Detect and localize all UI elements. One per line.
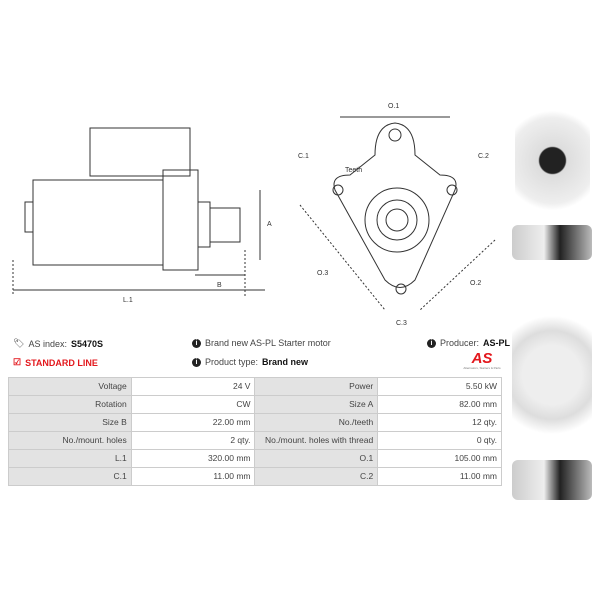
tag-icon: 🏷	[13, 338, 25, 348]
spec-label: L.1	[8, 449, 132, 468]
spec-value: CW	[130, 395, 256, 414]
as-index: 🏷AS index:S5470S	[13, 338, 103, 349]
info-icon: i	[192, 357, 201, 367]
spec-value: 12 qty.	[377, 413, 502, 432]
producer: i Producer:AS-PL	[427, 338, 510, 348]
label-c1: C.1	[298, 153, 309, 160]
spec-label: C.1	[8, 467, 132, 486]
label-c2: C.2	[478, 153, 489, 160]
as-index-value: S5470S	[70, 338, 103, 349]
spec-value: 24 V	[130, 377, 256, 396]
description: i Brand new AS-PL Starter motor	[192, 338, 331, 348]
info-icon: i	[192, 338, 201, 348]
product-photo-side	[512, 225, 592, 260]
front-view-diagram: O.1 C.1 C.2 Teeth O.3 O.2 C.3	[298, 103, 496, 327]
spec-label: Power	[254, 377, 379, 396]
spec-value: 82.00 mm	[377, 395, 502, 414]
label-teeth: Teeth	[345, 167, 362, 174]
product-type: i Product type:Brand new	[192, 357, 308, 367]
info-icon: i	[427, 338, 436, 348]
checkbox-icon: ☑	[13, 357, 22, 367]
standard-line-label: STANDARD LINE	[25, 357, 98, 368]
label-c3: C.3	[396, 320, 407, 327]
spec-value: 11.00 mm	[377, 467, 502, 486]
spec-value: 2 qty.	[130, 431, 256, 450]
label-o2: O.2	[470, 280, 481, 287]
spec-value: 22.00 mm	[130, 413, 256, 432]
product-photo-side-2	[512, 460, 592, 500]
logo-text: AS	[471, 350, 493, 367]
producer-value: AS-PL	[483, 338, 511, 348]
product-photo-front	[515, 100, 590, 210]
spec-value: 5.50 kW	[377, 377, 502, 396]
side-view-diagram: L.1 B A	[12, 127, 272, 304]
spec-label: Size A	[254, 395, 379, 414]
spec-value: 320.00 mm	[130, 449, 256, 468]
producer-label: Producer:	[440, 338, 480, 348]
spec-label: No./mount. holes	[8, 431, 132, 450]
logo-tagline: Alternators, Starters & Parts	[463, 366, 501, 370]
spec-label: Rotation	[8, 395, 132, 414]
as-pl-logo: AS Alternators, Starters & Parts	[458, 351, 506, 370]
label-o3: O.3	[317, 270, 328, 277]
label-a: A	[267, 221, 272, 228]
spec-label: Voltage	[8, 377, 132, 396]
spec-value: 11.00 mm	[130, 467, 256, 486]
product-type-value: Brand new	[262, 357, 309, 367]
spec-value: 0 qty.	[377, 431, 502, 450]
spec-label: No./teeth	[254, 413, 379, 432]
standard-line: ☑STANDARD LINE	[13, 357, 98, 368]
label-o1: O.1	[388, 103, 399, 110]
spec-label: Size B	[8, 413, 132, 432]
product-type-label: Product type:	[205, 357, 259, 367]
spec-value: 105.00 mm	[377, 449, 502, 468]
description-text: Brand new AS-PL Starter motor	[205, 338, 331, 348]
spec-label: O.1	[254, 449, 379, 468]
spec-label: No./mount. holes with thread	[254, 431, 379, 450]
spec-label: C.2	[254, 467, 379, 486]
label-b: B	[217, 282, 222, 289]
product-photo-rear	[512, 285, 592, 435]
as-index-label: AS index:	[28, 338, 67, 349]
label-l1: L.1	[123, 297, 133, 304]
